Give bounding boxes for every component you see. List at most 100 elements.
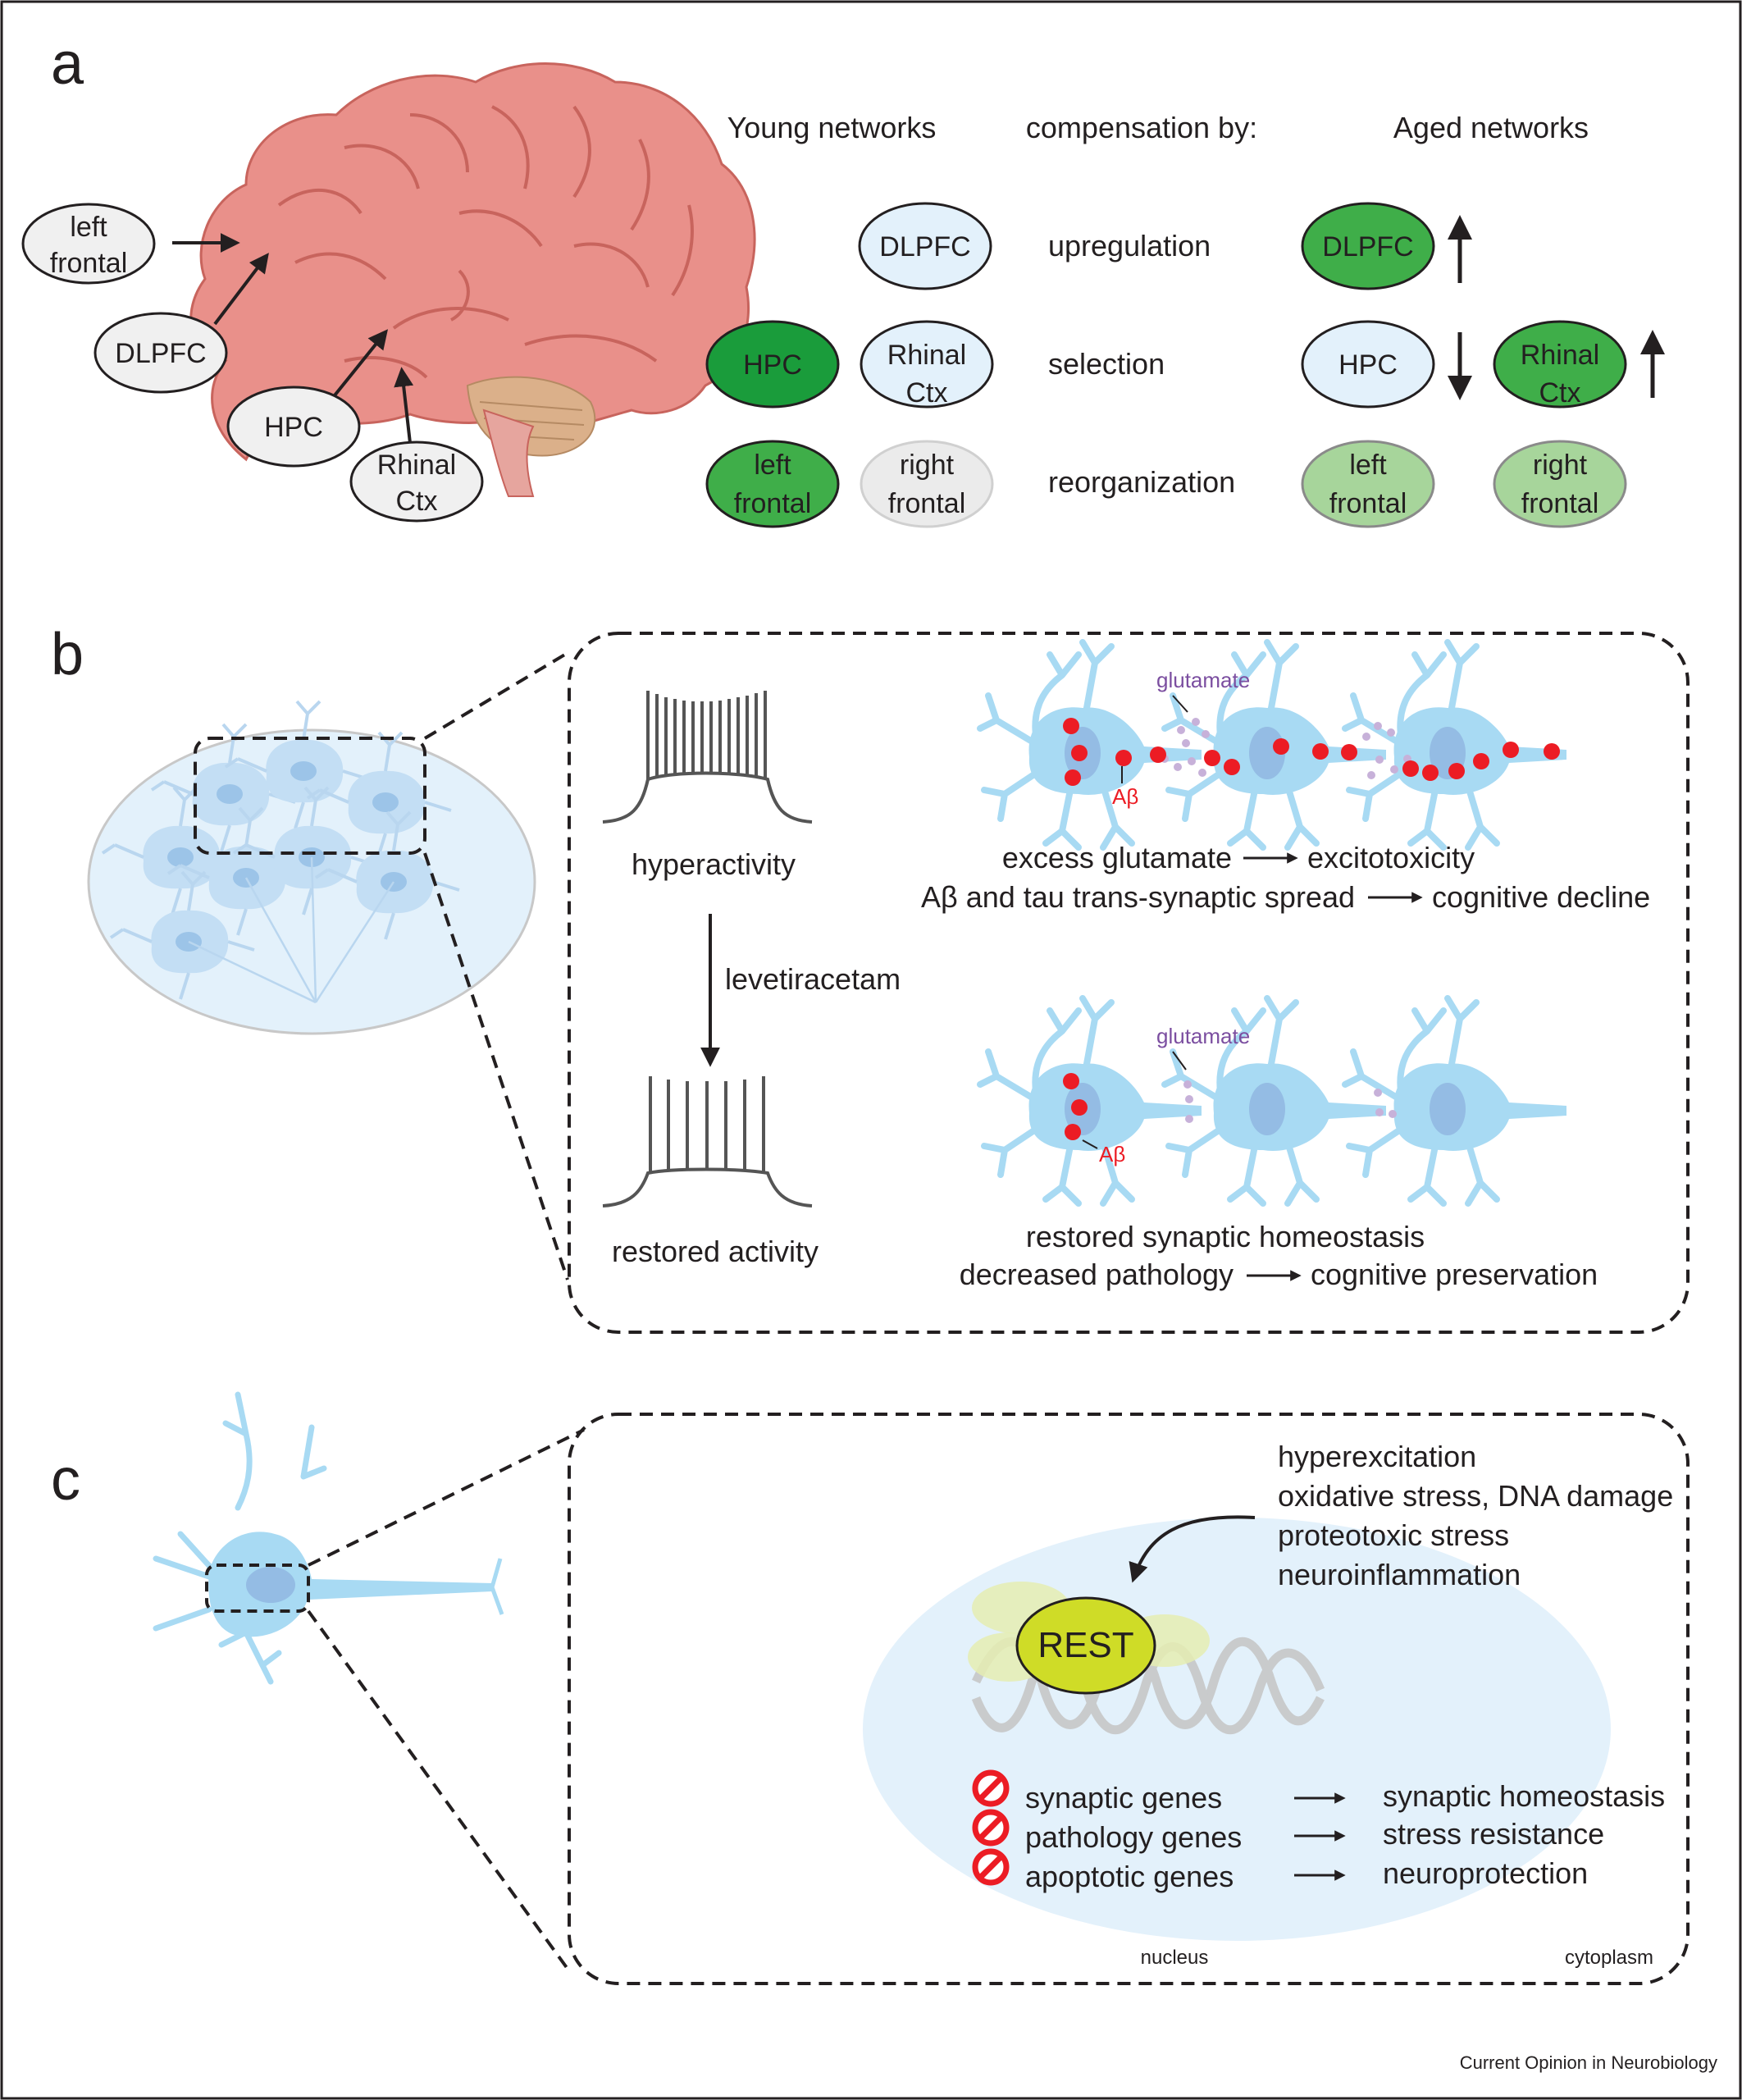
aged-node-rhinal: Rhinal Ctx [1493, 320, 1627, 409]
text-abeta-tau-spread: Aβ and tau trans-synaptic spread [921, 880, 1355, 914]
aged-node-dlpfc: DLPFC [1301, 202, 1435, 290]
restored-neurons: glutamate Aβ [980, 998, 1566, 1203]
brain-illustration [189, 62, 756, 497]
young-node-dlpfc: DLPFC [858, 202, 992, 290]
glutamate-dots [1161, 718, 1411, 779]
young-node-left-frontal: left frontal [705, 440, 840, 528]
neural-network-circle [87, 700, 536, 1035]
gene-label: apoptotic genes [1025, 1860, 1234, 1893]
glutamate-label-top: glutamate [1156, 668, 1250, 692]
rest-complex: REST [968, 1582, 1210, 1695]
no-entry-icon [975, 1851, 1006, 1883]
panel-b-zoom-box [568, 632, 1690, 1334]
svg-text:Rhinal: Rhinal [377, 450, 456, 481]
text-cognitive-preservation: cognitive preservation [1311, 1258, 1598, 1291]
young-node-hpc: HPC [705, 320, 840, 409]
glutamate-label-bottom: glutamate [1156, 1024, 1250, 1048]
stress-arrow [1129, 1515, 1256, 1583]
panel-a: a left frontal DLPFC HPC [21, 31, 1665, 528]
aged-node-left-frontal: left frontal [1301, 440, 1435, 528]
svg-text:DLPFC: DLPFC [1322, 231, 1413, 262]
row-label-reorganization: reorganization [1048, 465, 1235, 499]
panel-b-letter: b [51, 622, 84, 687]
label-levetiracetam: levetiracetam [725, 962, 901, 996]
outcome-label: synaptic homeostasis [1383, 1779, 1665, 1813]
brain-label-dlpfc: DLPFC [93, 312, 228, 394]
rest-label: REST [1037, 1625, 1133, 1665]
svg-text:frontal: frontal [888, 488, 966, 519]
label-restored-activity: restored activity [612, 1235, 819, 1268]
single-neuron [153, 1391, 504, 1685]
label-cytoplasm: cytoplasm [1565, 1947, 1653, 1969]
svg-text:left: left [1349, 450, 1387, 481]
header-young-networks: Young networks [727, 111, 937, 144]
panel-c-zoom-box [568, 1413, 1690, 1985]
label-nucleus: nucleus [1141, 1947, 1209, 1969]
svg-text:DLPFC: DLPFC [879, 231, 970, 262]
stressor-item: proteotoxic stress [1278, 1518, 1509, 1552]
arrow-dlpfc [213, 253, 269, 326]
brain-label-hpc: HPC [226, 386, 361, 468]
header-compensation: compensation by: [1026, 111, 1257, 144]
panel-c-letter: c [51, 1447, 80, 1513]
svg-text:HPC: HPC [1338, 349, 1398, 381]
no-entry-icon [975, 1773, 1006, 1804]
abeta-label-top: Aβ [1112, 784, 1138, 809]
abeta-dots-restored [1063, 1073, 1088, 1140]
zoom-line-bottom-c [307, 1609, 569, 1970]
stressor-item: neuroinflammation [1278, 1558, 1521, 1591]
svg-text:right: right [1533, 450, 1588, 481]
gene-label: pathology genes [1025, 1820, 1242, 1854]
svg-text:HPC: HPC [264, 412, 323, 443]
text-excitotoxicity: excitotoxicity [1307, 841, 1475, 874]
gene-row-pathology: pathology genes stress resistance [975, 1812, 1604, 1854]
brain-label-rhinal-ctx: Rhinal Ctx [349, 441, 484, 523]
outcome-label: stress resistance [1383, 1817, 1604, 1851]
svg-text:frontal: frontal [734, 488, 812, 519]
panel-c: c REST hyperexc [51, 1391, 1690, 1985]
aged-node-hpc: HPC [1301, 320, 1435, 409]
journal-credit: Current Opinion in Neurobiology [1460, 2052, 1717, 2073]
svg-text:Rhinal: Rhinal [1521, 340, 1599, 371]
svg-text:Ctx: Ctx [1539, 377, 1581, 409]
gene-row-apoptotic: apoptotic genes neuroprotection [975, 1851, 1588, 1893]
abeta-dots [1063, 718, 1560, 786]
zoom-line-top-c [308, 1428, 585, 1567]
gene-label: synaptic genes [1025, 1781, 1222, 1815]
header-aged-networks: Aged networks [1393, 111, 1589, 144]
pathology-neurons: glutamate Aβ [980, 642, 1566, 847]
label-hyperactivity: hyperactivity [632, 847, 796, 881]
abeta-label-bottom: Aβ [1099, 1142, 1125, 1166]
zoom-line-top [423, 651, 569, 740]
outcome-label: neuroprotection [1383, 1856, 1588, 1890]
svg-text:HPC: HPC [743, 349, 802, 381]
arrow-hpc [333, 329, 389, 397]
svg-text:frontal: frontal [50, 248, 128, 279]
stressor-list: hyperexcitation oxidative stress, DNA da… [1278, 1440, 1673, 1591]
svg-text:frontal: frontal [1521, 488, 1599, 519]
young-node-right-frontal: right frontal [860, 440, 994, 528]
brain-label-left-frontal: left frontal [21, 203, 156, 285]
text-decreased-pathology: decreased pathology [960, 1258, 1234, 1291]
aged-node-right-frontal: right frontal [1493, 440, 1627, 528]
glutamate-dots-restored [1183, 1080, 1397, 1123]
text-cognitive-decline: cognitive decline [1432, 880, 1650, 914]
svg-text:Ctx: Ctx [396, 486, 438, 517]
panel-a-letter: a [51, 31, 84, 97]
svg-text:DLPFC: DLPFC [115, 338, 206, 369]
stressor-item: hyperexcitation [1278, 1440, 1476, 1473]
zoom-line-bottom [423, 852, 569, 1281]
restored-activity-trace [602, 1076, 813, 1208]
svg-text:left: left [70, 212, 107, 243]
text-excess-glutamate: excess glutamate [1002, 841, 1232, 874]
gene-row-synaptic: synaptic genes synaptic homeostasis [975, 1773, 1665, 1815]
text-restored-homeostasis: restored synaptic homeostasis [1026, 1220, 1425, 1253]
panel-b: b hyperactivity levetiracetam [51, 622, 1690, 1334]
young-node-rhinal: Rhinal Ctx [860, 320, 994, 409]
svg-text:Rhinal: Rhinal [887, 340, 966, 371]
stressor-item: oxidative stress, DNA damage [1278, 1479, 1673, 1513]
row-label-selection: selection [1048, 347, 1165, 381]
row-label-upregulation: upregulation [1048, 229, 1211, 262]
